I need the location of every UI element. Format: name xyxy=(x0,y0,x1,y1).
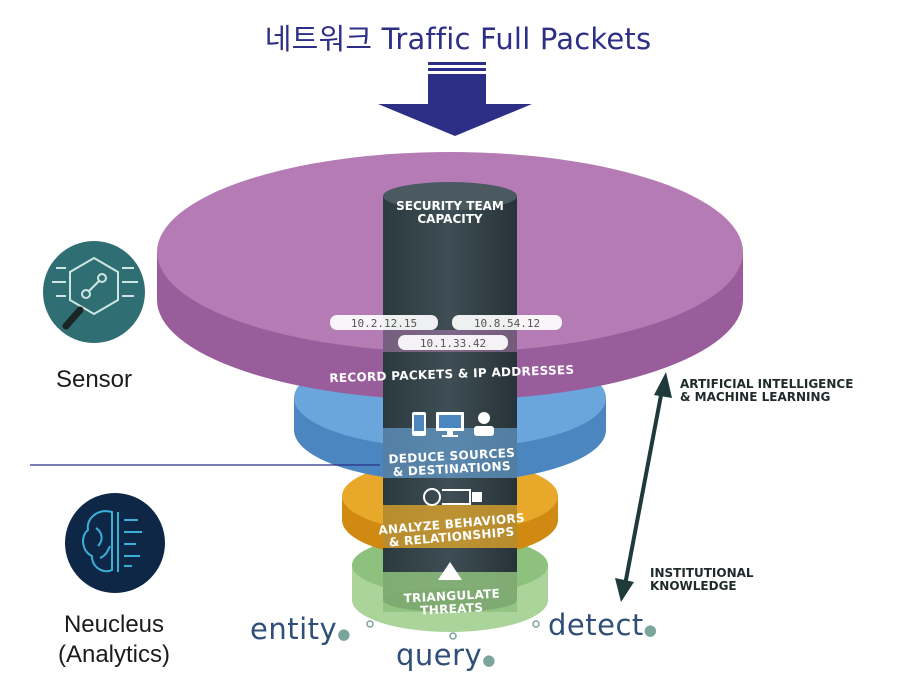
neucleus-label-line2: (Analytics) xyxy=(57,641,171,668)
ai-ml-line2: & MACHINE LEARNING xyxy=(680,390,831,404)
brand-detect: detect● xyxy=(548,608,657,642)
core-label-line1: SECURITY TEAM xyxy=(396,199,504,213)
down-arrow-icon xyxy=(378,62,532,136)
svg-text:10.8.54.12: 10.8.54.12 xyxy=(474,317,540,330)
brand-dot-icon: ● xyxy=(643,621,658,639)
neucleus-label-line1: Neucleus xyxy=(63,611,165,638)
ip-pill-2: 10.8.54.12 xyxy=(452,315,562,330)
institutional-line2: KNOWLEDGE xyxy=(650,579,737,593)
ai-ml-note: ARTIFICIAL INTELLIGENCE & MACHINE LEARNI… xyxy=(680,378,853,404)
core-label-line2: CAPACITY xyxy=(417,212,483,226)
layer-label-triangulate-2: THREATS xyxy=(420,600,484,617)
devices-icon xyxy=(412,412,494,437)
ip-pill-1: 10.2.12.15 xyxy=(330,315,438,330)
neucleus-label: Neucleus (Analytics) xyxy=(30,610,198,670)
ai-ml-line1: ARTIFICIAL INTELLIGENCE xyxy=(680,377,854,391)
svg-text:10.2.12.15: 10.2.12.15 xyxy=(351,317,417,330)
layer-label-triangulate-1: TRIANGULATE xyxy=(403,586,500,605)
layer-label-deduce-1: DEDUCE SOURCES xyxy=(388,446,515,467)
page-title: 네트워크 Traffic Full Packets xyxy=(264,22,652,56)
sensor-circuit-icon xyxy=(43,241,145,343)
institutional-line1: INSTITUTIONAL xyxy=(650,566,754,580)
ip-pill-3: 10.1.33.42 xyxy=(398,335,508,350)
brand-dot-icon: ● xyxy=(337,625,351,643)
layer-label-deduce-2: & DESTINATIONS xyxy=(392,459,511,479)
brand-query-text: query xyxy=(396,638,483,672)
behavior-icon xyxy=(423,488,482,506)
threat-icon xyxy=(438,562,462,580)
brand-dot-icon: ● xyxy=(482,651,496,669)
brand-detect-text: detect xyxy=(548,608,644,642)
institutional-knowledge-note: INSTITUTIONAL KNOWLEDGE xyxy=(650,567,754,593)
double-arrow-icon xyxy=(615,372,672,602)
brand-entity-text: entity xyxy=(250,612,338,646)
svg-text:10.1.33.42: 10.1.33.42 xyxy=(420,337,486,350)
brand-entity: entity● xyxy=(250,612,351,646)
brain-circuit-icon xyxy=(65,493,165,593)
brand-query: query● xyxy=(396,638,496,672)
sensor-label: Sensor xyxy=(55,366,133,393)
